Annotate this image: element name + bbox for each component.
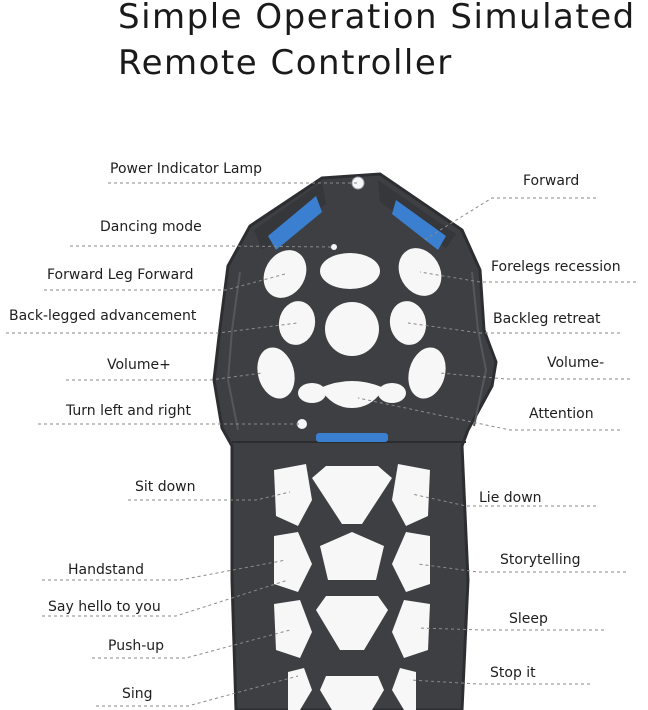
label-power-indicator-lamp: Power Indicator Lamp <box>110 161 262 177</box>
button-attention[interactable] <box>320 381 384 408</box>
leader-forward-leg-forward <box>44 273 286 291</box>
label-back-legged-advancement: Back-legged advancement <box>9 308 197 324</box>
button-center-middle[interactable] <box>320 532 384 580</box>
leader-handstand <box>42 559 287 581</box>
label-storytelling: Storytelling <box>500 552 581 568</box>
leader-push-up <box>92 629 291 659</box>
lower-button-cluster <box>274 464 430 710</box>
button-center-lower[interactable] <box>316 596 388 650</box>
label-say-hello-to-you: Say hello to you <box>48 599 161 615</box>
leader-attention <box>357 397 620 431</box>
label-push-up: Push-up <box>108 638 165 654</box>
button-say-hello[interactable] <box>274 600 312 658</box>
leader-dancing-mode <box>70 245 335 248</box>
label-volume-up: Volume+ <box>107 357 171 373</box>
left-blue-accent <box>268 196 322 250</box>
leader-forward <box>423 197 596 241</box>
button-right-small[interactable] <box>378 383 406 403</box>
label-backleg-retreat: Backleg retreat <box>493 311 601 327</box>
label-lie-down: Lie down <box>479 490 542 506</box>
leader-sit-down <box>128 491 291 501</box>
label-sleep: Sleep <box>509 611 548 627</box>
small-indicator-light <box>297 419 307 429</box>
button-handstand[interactable] <box>274 532 312 592</box>
leader-stop-it <box>409 679 590 685</box>
center-blue-bar <box>316 433 388 442</box>
button-center[interactable] <box>325 302 379 356</box>
leader-say-hello <box>42 579 289 617</box>
leader-lines <box>6 182 636 707</box>
leader-forelegs-recession <box>419 271 636 283</box>
button-center-upper[interactable] <box>312 466 392 524</box>
side-rail-right <box>471 271 488 427</box>
label-sing: Sing <box>122 686 153 702</box>
power-indicator-lamp-light <box>351 176 365 190</box>
button-lie-down[interactable] <box>392 464 430 526</box>
button-sit-down[interactable] <box>274 464 312 526</box>
button-turn-left-right[interactable] <box>298 383 326 403</box>
button-volume-down[interactable] <box>403 343 451 403</box>
right-blue-accent <box>392 200 446 250</box>
label-dancing-mode: Dancing mode <box>100 219 202 235</box>
button-stop-it[interactable] <box>320 676 384 710</box>
leader-volume-down <box>439 372 630 380</box>
button-push-up[interactable] <box>288 668 312 710</box>
label-forward: Forward <box>523 173 580 189</box>
side-rail-left <box>226 271 241 431</box>
button-sing[interactable] <box>392 668 416 710</box>
button-volume-up[interactable] <box>252 343 300 403</box>
leader-backleg-retreat <box>407 322 620 334</box>
label-sit-down: Sit down <box>135 479 196 495</box>
button-forward-leg-forward[interactable] <box>255 242 315 305</box>
label-handstand: Handstand <box>68 562 144 578</box>
leader-volume-up <box>66 372 263 381</box>
label-forelegs-recession: Forelegs recession <box>491 259 621 275</box>
button-sleep[interactable] <box>392 600 430 658</box>
label-volume-down: Volume- <box>547 355 605 371</box>
button-back-legged-advancement[interactable] <box>275 298 318 348</box>
leader-lie-down <box>411 493 596 507</box>
label-turn-left-and-right: Turn left and right <box>66 403 191 419</box>
label-stop-it: Stop it <box>490 665 536 681</box>
leader-back-legged-advancement <box>6 322 298 334</box>
leader-storytelling <box>417 563 626 573</box>
button-dancing-mode[interactable] <box>320 253 380 289</box>
upper-button-cluster <box>252 242 451 408</box>
label-forward-leg-forward: Forward Leg Forward <box>47 267 194 283</box>
button-storytelling[interactable] <box>392 532 430 592</box>
label-attention: Attention <box>529 406 594 422</box>
title-line-2: Remote Controller <box>118 43 453 83</box>
leader-sleep <box>417 627 604 631</box>
page-title: Simple Operation Simulated Remote Contro… <box>118 0 636 86</box>
leader-sing <box>96 675 299 707</box>
title-line-1: Simple Operation Simulated <box>118 0 636 37</box>
